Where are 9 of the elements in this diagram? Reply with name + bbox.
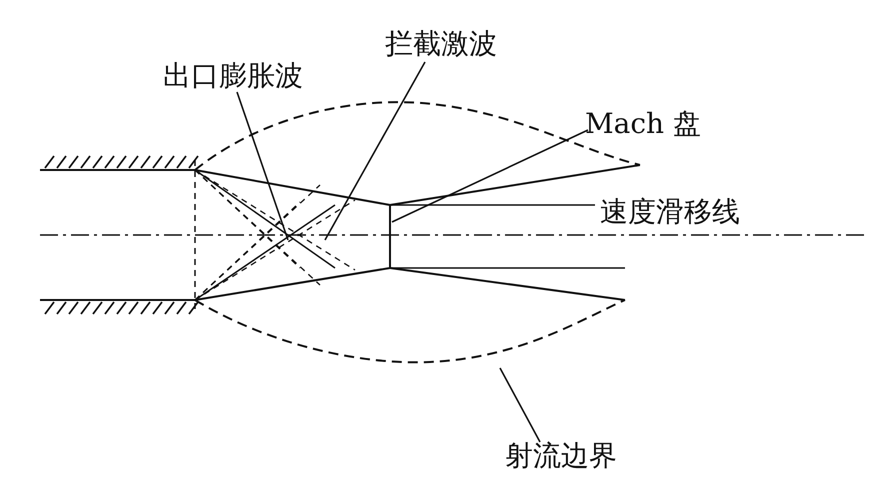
callout-label: 射流边界 <box>505 440 617 472</box>
leader-line <box>392 129 588 223</box>
part-label: 速度滑移线 <box>600 196 740 228</box>
leader-line <box>236 92 289 240</box>
callout-label: 出口膨胀波 <box>163 60 303 92</box>
leader-line <box>499 368 541 442</box>
callout-label: 拦截激波 <box>385 28 497 60</box>
callout-label: Mach 盘 <box>585 108 701 140</box>
leader-line <box>324 62 426 240</box>
